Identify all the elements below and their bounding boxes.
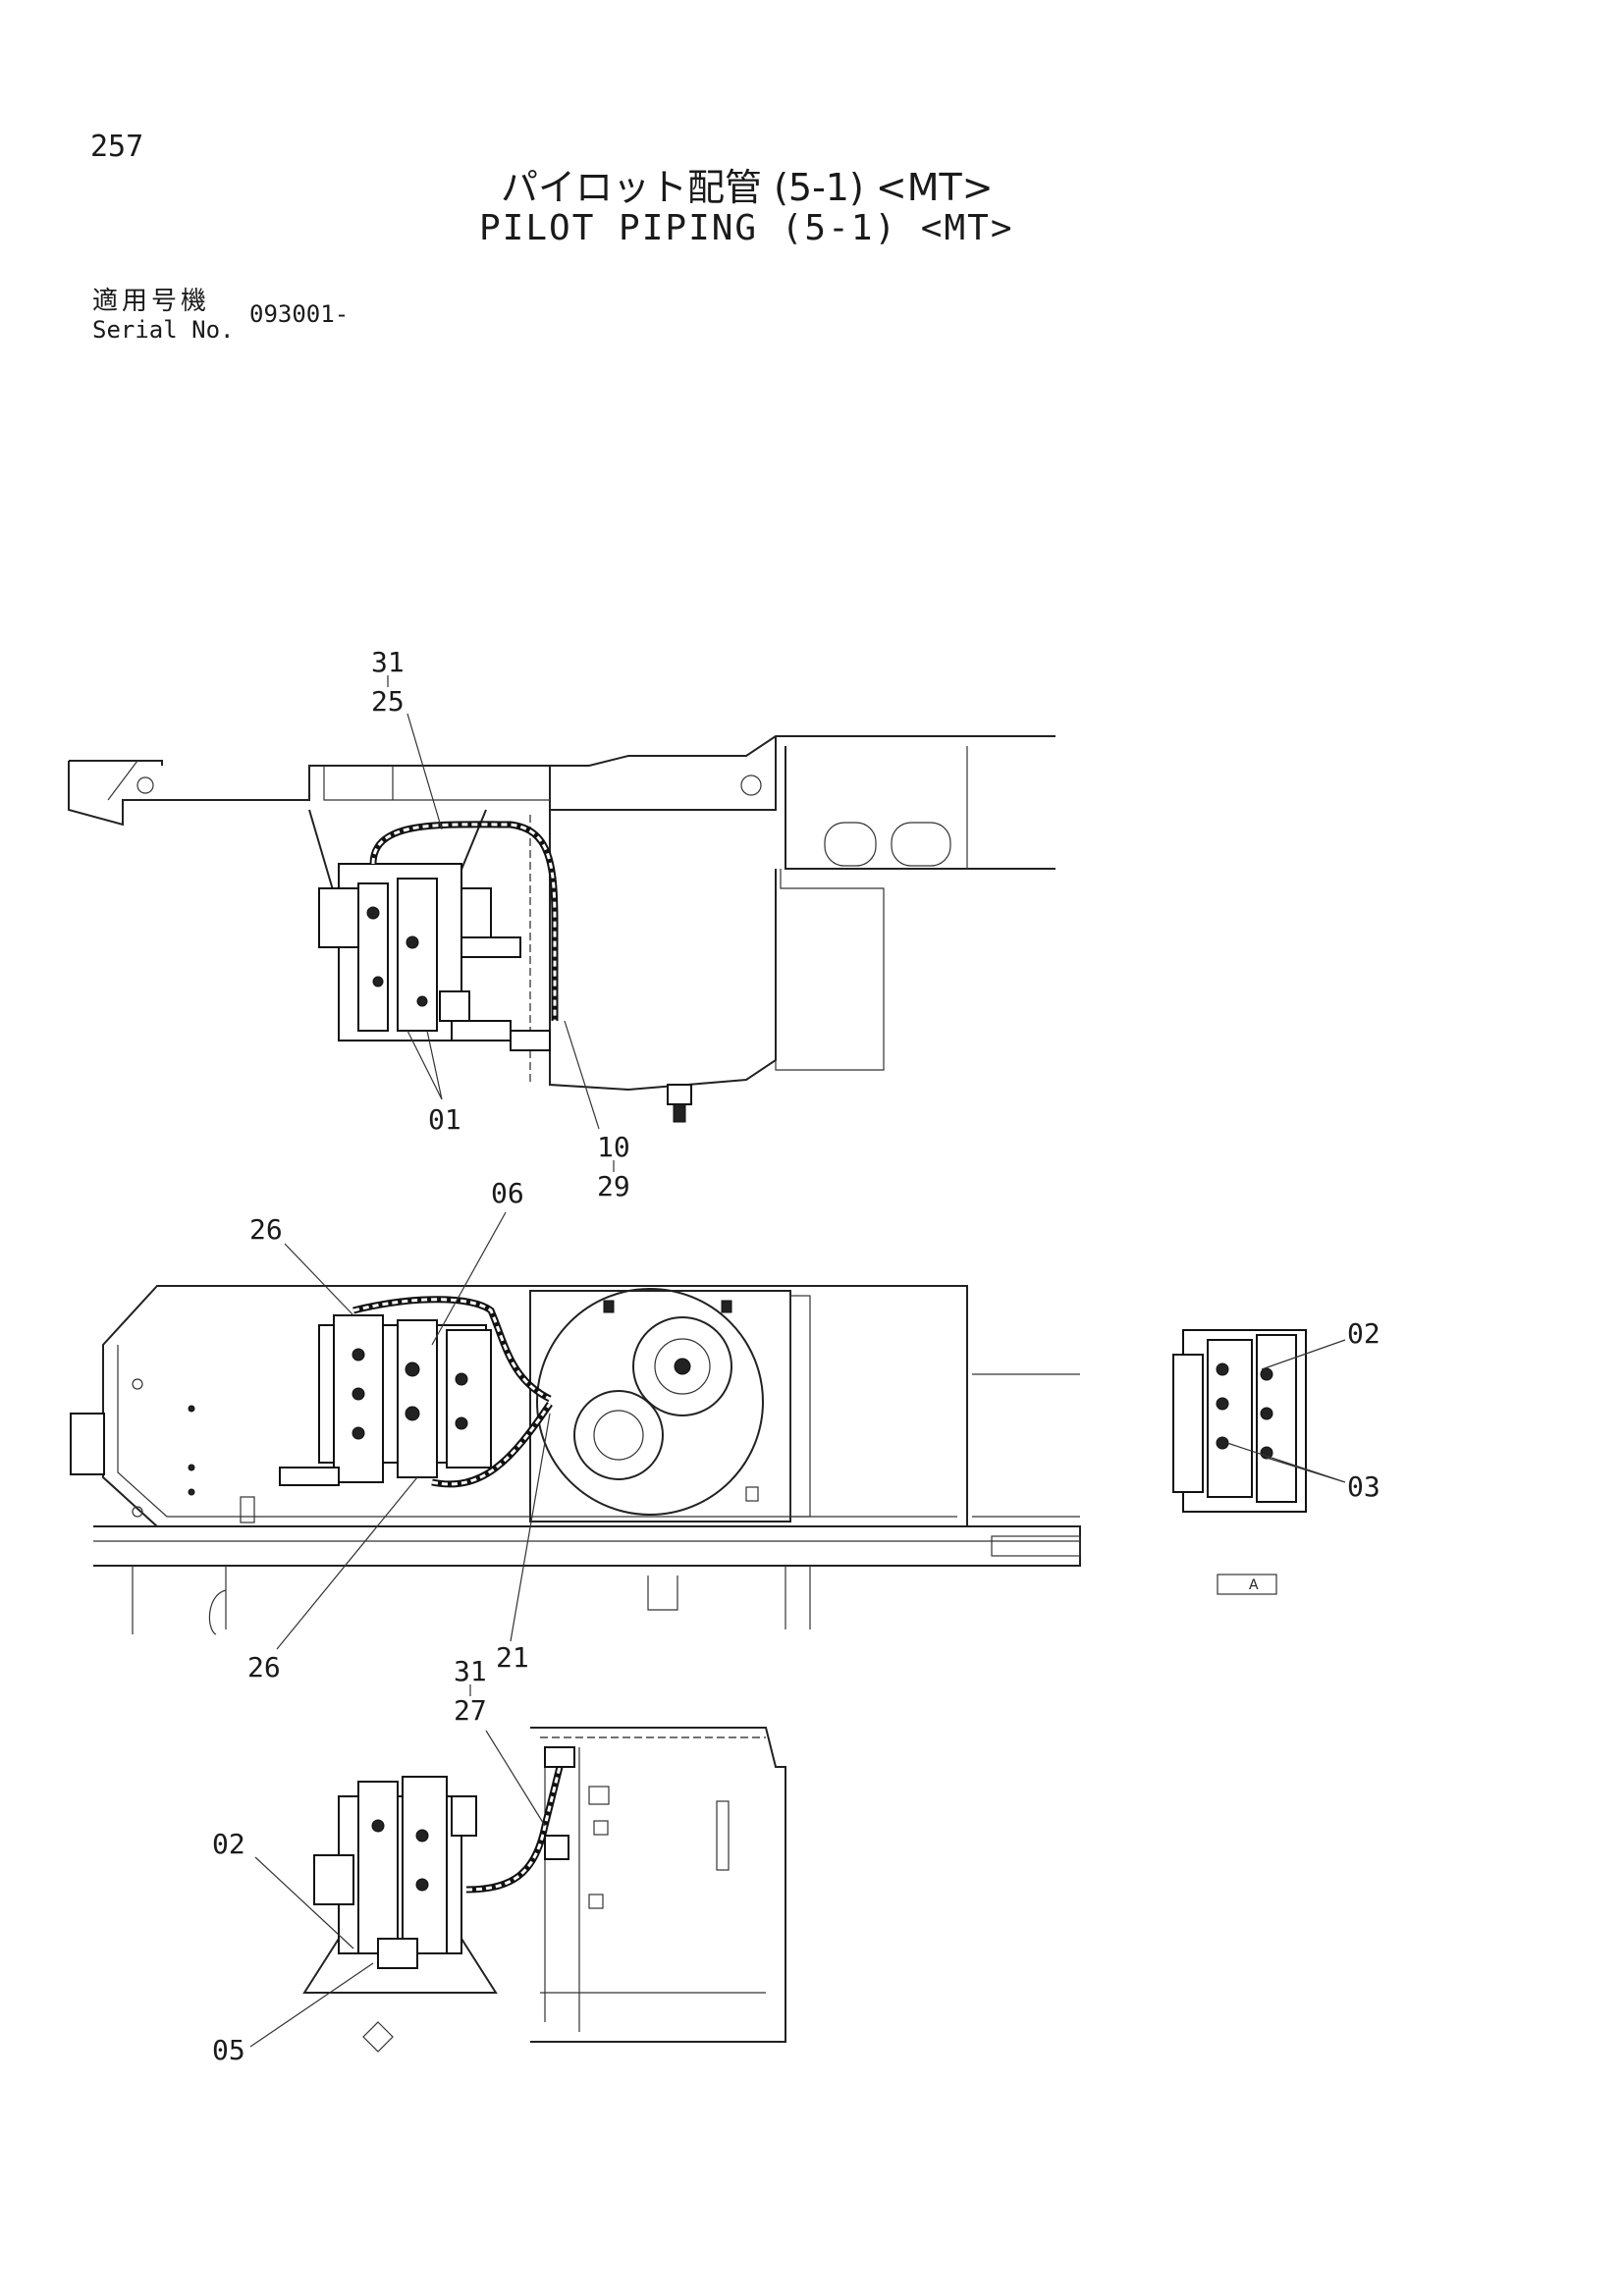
view-a-label: A [1249,1577,1259,1593]
callout-03: 03 [1347,1470,1380,1503]
callout-10: 10 [597,1131,630,1163]
page-number: 257 [90,130,144,164]
callout-01: 01 [428,1103,461,1136]
bottom-view: 31 27 02 05 [212,1655,786,2066]
callout-26-lower: 26 [247,1651,281,1683]
callout-25: 25 [371,685,405,718]
callout-31-top: 31 [371,646,405,678]
serial-label-japanese: 適用号機 [92,287,211,316]
title-english: PILOT PIPING (5-1) <MT> [479,208,1014,248]
callout-29: 29 [597,1170,630,1202]
callout-05: 05 [212,2034,245,2066]
serial-label-english: Serial No. [92,316,235,344]
middle-view: 26 06 26 21 [70,1177,1081,1683]
callout-02-detail: 02 [1347,1317,1380,1350]
callout-02-bottom: 02 [212,1828,245,1860]
callout-06: 06 [491,1177,524,1209]
serial-number-value: 093001- [249,300,350,328]
callout-26-upper: 26 [249,1213,283,1246]
callout-21: 21 [496,1641,529,1674]
title-japanese: パイロット配管 (5-1) <MT> [501,166,994,209]
callout-31-bottom: 31 [454,1655,487,1687]
callout-27: 27 [454,1694,487,1727]
top-view: 31 25 01 10 29 [68,646,1056,1202]
detail-view-a: 02 03 A [1172,1317,1380,1595]
